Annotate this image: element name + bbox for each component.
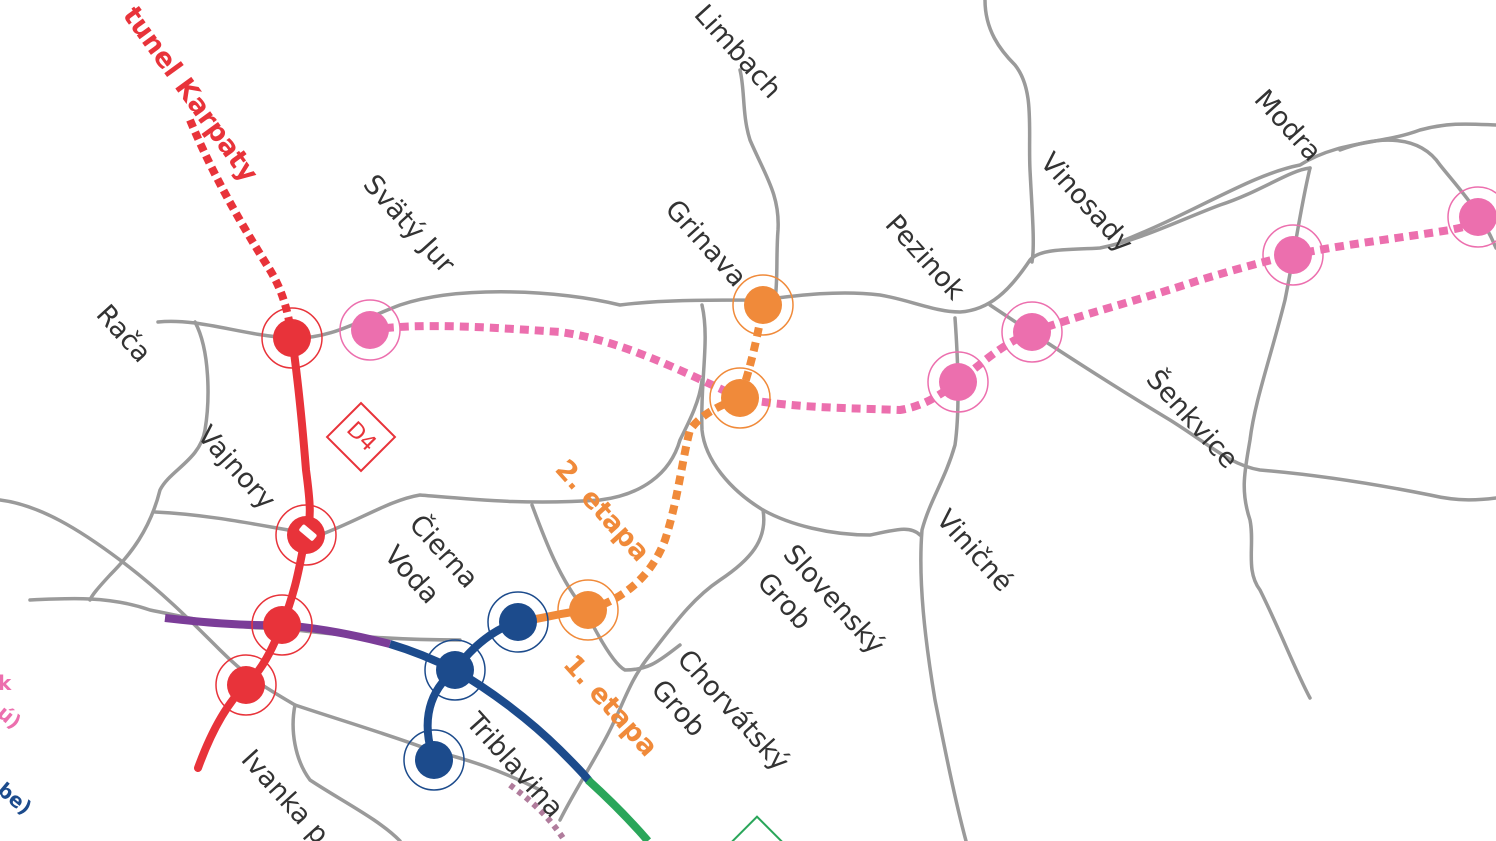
blue-line-main (388, 640, 594, 785)
orange-line-stage2-dotted (586, 304, 767, 614)
tunel-karpaty-label: tunel Karpaty (116, 1, 264, 188)
station-vajnory-red[interactable] (275, 504, 337, 566)
pink-line-east (1030, 216, 1496, 336)
road-vinosady (983, 0, 1036, 264)
stations (215, 186, 1496, 791)
station-vinicne-pink[interactable] (927, 351, 989, 413)
station-blue-north[interactable] (487, 591, 549, 653)
station-red-purple[interactable] (251, 594, 313, 656)
station-orange-stage1[interactable] (557, 579, 619, 641)
station-blue-south[interactable] (403, 729, 465, 791)
label-pezinok: Pezinok (879, 209, 971, 306)
label-modra: Modra (1248, 84, 1328, 168)
station-orange-pink[interactable] (709, 367, 771, 429)
station-pezinok-pink[interactable] (1001, 301, 1063, 363)
road-grinava-south (699, 303, 922, 537)
road-ivanka (291, 703, 402, 841)
road-modra-south (1242, 166, 1312, 700)
station-modra-pink[interactable] (1262, 224, 1324, 286)
station-grinava-orange[interactable] (732, 274, 794, 336)
road-slovensky-grob (558, 508, 766, 822)
green-diamond-icon (727, 815, 787, 841)
station-raca-red[interactable] (261, 307, 323, 369)
legend-fragment-be: be) (0, 777, 37, 819)
road-west-east (28, 596, 462, 642)
legend-fragment-k: k (0, 671, 12, 695)
map-labels: tunel Karpaty Limbach Modra Vinosady Svä… (0, 0, 1327, 841)
road-senkvice (988, 303, 1496, 502)
green-line (585, 777, 652, 841)
station-east-pink[interactable] (1447, 186, 1496, 248)
station-svatyjur-pink[interactable] (339, 299, 401, 361)
label-etapa-2: 2. etapa (549, 454, 656, 568)
road-pezinok-modra (1118, 122, 1496, 244)
label-grinava: Grinava (659, 194, 753, 293)
station-red-south[interactable] (215, 654, 277, 716)
label-vinosady: Vinosady (1034, 147, 1139, 259)
label-vinicne: Viničné (930, 504, 1019, 598)
road-triblavina-chorvatsky (530, 503, 682, 672)
station-triblavina-blue[interactable] (424, 639, 486, 701)
road-limbach (738, 68, 780, 302)
legend-fragment-paren: ú) (0, 700, 26, 733)
label-vajnory: Vajnory (191, 420, 282, 516)
road-vinicne (919, 316, 968, 841)
road-raca-vajnory (88, 320, 210, 602)
label-limbach: Limbach (688, 0, 788, 105)
label-triblavina: Triblavina (459, 706, 569, 824)
d4-highway-diamond-icon (325, 401, 397, 473)
label-ivanka: Ivanka p (235, 744, 335, 841)
label-senkvice: Šenkvice (1140, 363, 1245, 475)
mauve-dotted-line (508, 782, 568, 841)
label-raca: Rača (90, 299, 157, 369)
label-svaty-jur: Svätý Jur (357, 169, 462, 280)
interchange-icon (299, 524, 317, 541)
